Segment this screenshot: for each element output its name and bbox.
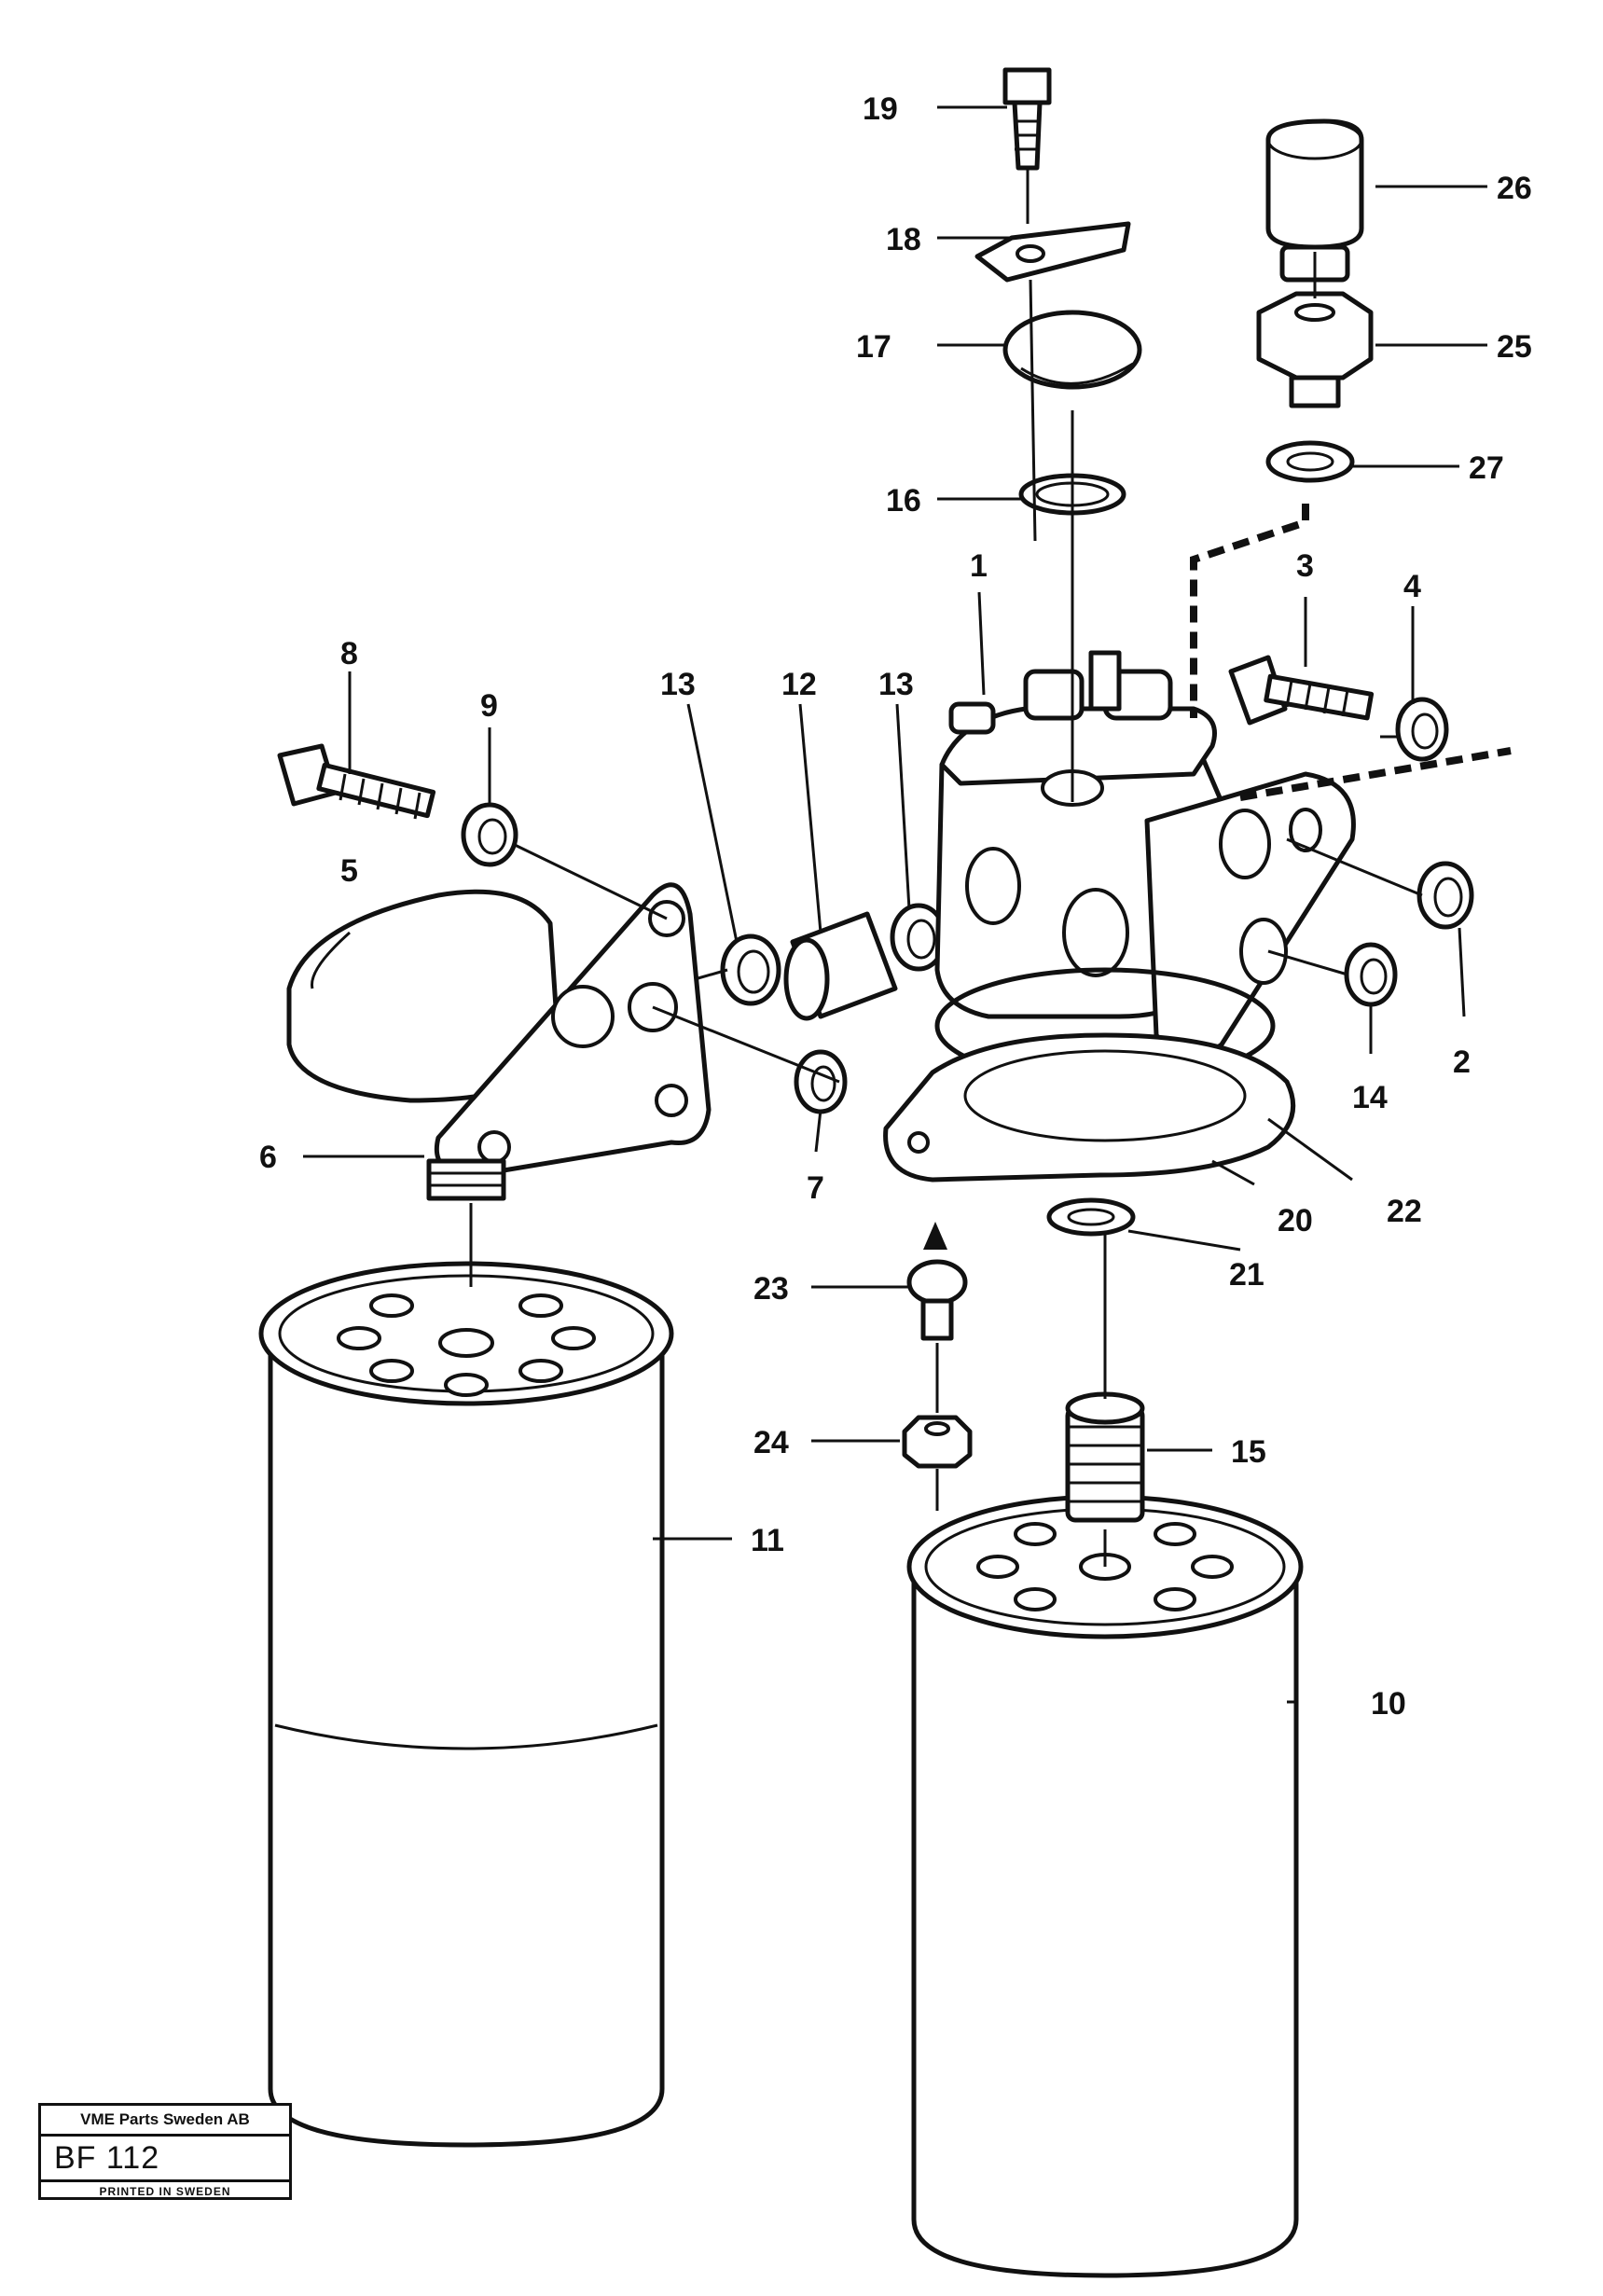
- callout-labels: 19 18 17 16 26 25 27 1 3 4 8 9 13 12 13 …: [259, 91, 1532, 1722]
- callout-13-right: 13: [878, 667, 914, 702]
- assembly-lines: [469, 168, 1423, 1567]
- callout-9: 9: [480, 688, 498, 724]
- threaded-nipple: [1065, 1391, 1145, 1523]
- flow-arrow: [923, 1222, 947, 1250]
- title-block: VME Parts Sweden AB BF 112 PRINTED IN SW…: [38, 2103, 292, 2200]
- washer-27: [1265, 440, 1355, 483]
- callout-24: 24: [753, 1425, 789, 1460]
- callout-2: 2: [1453, 1044, 1471, 1080]
- filter-head-housing: [934, 650, 1356, 1059]
- title-block-printed: PRINTED IN SWEDEN: [99, 2185, 231, 2198]
- nut-24: [902, 1415, 973, 1469]
- base-plate-20: [883, 1032, 1296, 1183]
- screw-23: [906, 1259, 968, 1341]
- callout-1: 1: [970, 548, 988, 584]
- filter-cartridge-right: [906, 1494, 1304, 2278]
- callout-18: 18: [886, 222, 921, 257]
- bolt-8: [277, 743, 436, 820]
- nipple-25: [1289, 375, 1341, 408]
- title-block-company: VME Parts Sweden AB: [41, 2106, 289, 2137]
- callout-6: 6: [259, 1140, 277, 1175]
- leader-lines: [303, 105, 1487, 1704]
- nut-25: [1256, 291, 1374, 380]
- callout-3: 3: [1296, 548, 1314, 584]
- cover-plate: [286, 882, 712, 1201]
- dashed-line-right: [1239, 747, 1512, 801]
- washer-9: [461, 802, 518, 867]
- callout-13-left: 13: [660, 667, 696, 702]
- pipe-12: [783, 911, 898, 1021]
- circlip-21: [1046, 1197, 1136, 1237]
- callout-22: 22: [1387, 1194, 1422, 1229]
- screw-19: [1002, 67, 1052, 171]
- callout-10: 10: [1371, 1686, 1406, 1722]
- callout-15: 15: [1231, 1434, 1266, 1470]
- callout-27: 27: [1469, 450, 1504, 486]
- callout-21: 21: [1229, 1257, 1264, 1293]
- callout-14: 14: [1352, 1080, 1388, 1115]
- bolt-3: [1228, 655, 1375, 726]
- callout-11: 11: [751, 1523, 784, 1558]
- callout-12: 12: [781, 667, 817, 702]
- callout-8: 8: [340, 636, 358, 671]
- filter-cartridge-left: [258, 1261, 674, 2148]
- callout-7: 7: [807, 1170, 824, 1206]
- callout-25: 25: [1497, 329, 1532, 365]
- callout-19: 19: [863, 91, 898, 127]
- washer-4: [1395, 697, 1449, 762]
- bracket-18: [974, 221, 1131, 283]
- dashed-line-upper: [1190, 504, 1309, 718]
- callout-26: 26: [1497, 171, 1532, 206]
- callout-20: 20: [1278, 1203, 1313, 1238]
- plug-17: [1002, 310, 1142, 390]
- callout-17: 17: [856, 329, 891, 365]
- callout-23: 23: [753, 1271, 789, 1307]
- seal-13-left: [720, 934, 781, 1006]
- washer-2: [1416, 861, 1474, 930]
- callout-4: 4: [1403, 569, 1421, 604]
- callout-5: 5: [340, 853, 358, 889]
- callout-16: 16: [886, 483, 921, 519]
- title-block-code: BF 112: [41, 2137, 289, 2182]
- washer-14: [1344, 942, 1398, 1007]
